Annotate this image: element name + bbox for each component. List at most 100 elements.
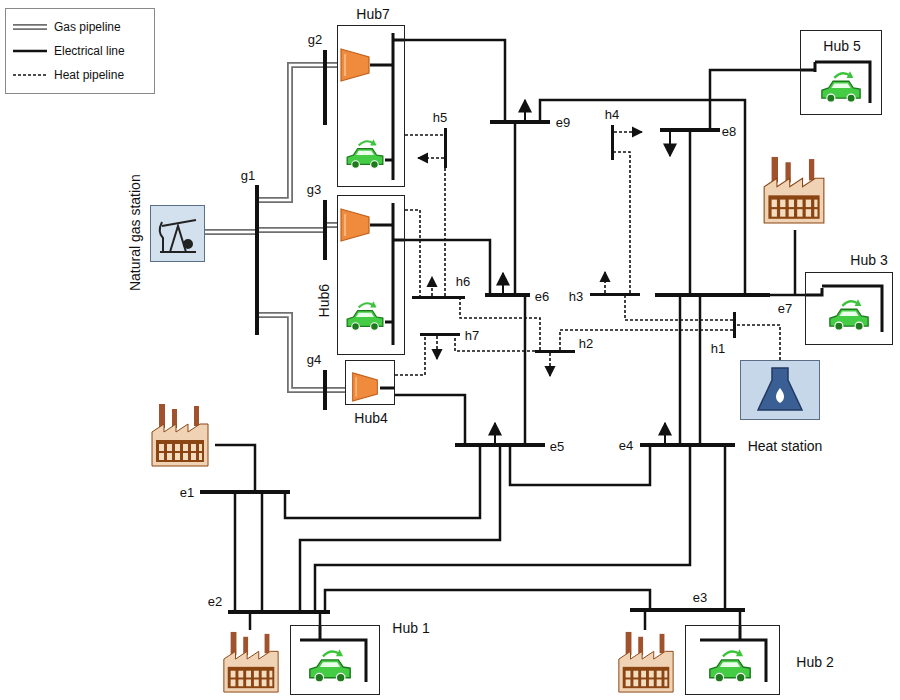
- gas-pipeline: [259, 230, 323, 231]
- bus-bar: e4: [640, 443, 735, 447]
- electrical-line: [740, 612, 741, 625]
- electrical-line: [320, 614, 321, 625]
- electrical-line: [515, 124, 516, 293]
- plant-wire: [215, 230, 795, 630]
- electrical-line: [262, 494, 263, 610]
- node-label: Hub 3: [850, 253, 887, 268]
- bus-bar: e8: [660, 128, 720, 132]
- ev-icon: [347, 139, 383, 168]
- bus-bar: g3: [323, 200, 327, 260]
- heat-pipeline: [460, 299, 540, 350]
- bus-label: g3: [307, 183, 321, 197]
- electrical-line: [405, 240, 490, 293]
- node-label: Natural gas station: [127, 175, 142, 292]
- bus-bar: h6: [412, 296, 465, 299]
- bus-bar: e9: [490, 120, 550, 124]
- bus-label: e3: [693, 591, 707, 605]
- bus-label: e8: [722, 125, 736, 139]
- electrical-line: [700, 297, 701, 443]
- legend-row: Gas pipeline: [12, 15, 148, 39]
- energy-hub-box: Hub6: [337, 195, 405, 355]
- station-box: Heat station: [740, 360, 820, 420]
- bus-bar: e5: [455, 443, 545, 447]
- energy-hub-box: Hub7: [337, 25, 405, 187]
- electrical-line: [540, 100, 745, 293]
- bus-bar: g4: [323, 370, 327, 410]
- electrical-line: [300, 447, 500, 610]
- bus-bar: h2: [535, 350, 575, 353]
- legend-box: Gas pipelineElectrical lineHeat pipeline: [5, 8, 155, 94]
- heat-pipeline: [625, 296, 733, 320]
- station-box: Natural gas station: [150, 205, 205, 262]
- bus-bar: h3: [590, 293, 640, 296]
- ev-icon: [822, 71, 860, 102]
- bus-bar: h5: [444, 128, 447, 168]
- energy-hub-box: Hub4: [345, 360, 395, 405]
- electrical-line: [690, 132, 691, 293]
- bus-label: h1: [711, 342, 725, 356]
- hub-internal-bus: [300, 33, 882, 682]
- bus-bar: g1: [255, 185, 259, 335]
- heat-pipeline: [405, 210, 420, 296]
- bus-label: g4: [307, 353, 321, 367]
- gas-pipeline: [327, 390, 345, 391]
- electrical-line: [315, 447, 690, 610]
- heat-pipeline: [395, 336, 425, 375]
- bus-label: e1: [180, 486, 194, 500]
- bus-bar: g2: [323, 50, 327, 125]
- electrical-line: [325, 590, 650, 610]
- bus-bar: e1: [200, 490, 290, 494]
- heat-pipeline: [736, 325, 780, 360]
- legend-sample: [12, 69, 48, 81]
- gas-turbine: [353, 373, 378, 401]
- ev-icon: [347, 301, 383, 330]
- node-label: Heat station: [748, 439, 823, 454]
- bus-label: h6: [456, 275, 470, 289]
- gas-pipeline: [205, 232, 255, 233]
- pump-jack: [160, 220, 196, 252]
- node-label: Hub 1: [392, 621, 429, 636]
- legend-text: Gas pipeline: [54, 20, 121, 34]
- bus-bar: e6: [485, 293, 530, 297]
- bus-bar: h4: [611, 125, 614, 160]
- node-label: Hub6: [317, 284, 332, 317]
- station-fill: [150, 205, 205, 262]
- bus-label: g1: [241, 169, 255, 183]
- bus-bar: e7: [655, 293, 770, 297]
- bus-label: h5: [433, 111, 447, 125]
- bus-label: h7: [465, 329, 479, 343]
- gas-pipeline: [259, 315, 323, 390]
- bus-label: e5: [550, 440, 564, 454]
- legend-sample: [12, 21, 48, 33]
- energy-hub-box: Hub 5: [800, 30, 882, 115]
- node-label: Hub7: [356, 7, 389, 22]
- bus-label: e9: [556, 116, 570, 130]
- heat-pipeline: [614, 152, 630, 293]
- energy-hub-box: Hub 2: [685, 625, 780, 695]
- electrical-line: [525, 297, 526, 443]
- legend-row: Heat pipeline: [12, 63, 148, 87]
- legend-row: Electrical line: [12, 39, 148, 63]
- node-label: Hub 2: [796, 655, 833, 670]
- legend-sample: [12, 45, 48, 57]
- node-label: Hub4: [354, 411, 387, 426]
- power-plant: [152, 404, 208, 466]
- ev-icon: [710, 649, 750, 682]
- bus-bar: h1: [733, 312, 736, 338]
- bus-bar: e2: [228, 610, 330, 614]
- legend-text: Electrical line: [54, 44, 125, 58]
- bus-label: h3: [569, 290, 583, 304]
- bus-label: h4: [605, 108, 619, 122]
- electrical-line: [405, 40, 505, 120]
- gas-pipeline: [259, 65, 323, 200]
- power-plant: [619, 632, 673, 692]
- gas-turbine: [341, 209, 369, 241]
- bus-label: e7: [778, 302, 792, 316]
- electrical-line: [680, 297, 681, 443]
- legend-text: Heat pipeline: [54, 68, 124, 82]
- electrical-line: [395, 395, 465, 443]
- electrical-line: [725, 447, 726, 608]
- bus-label: g2: [308, 33, 322, 47]
